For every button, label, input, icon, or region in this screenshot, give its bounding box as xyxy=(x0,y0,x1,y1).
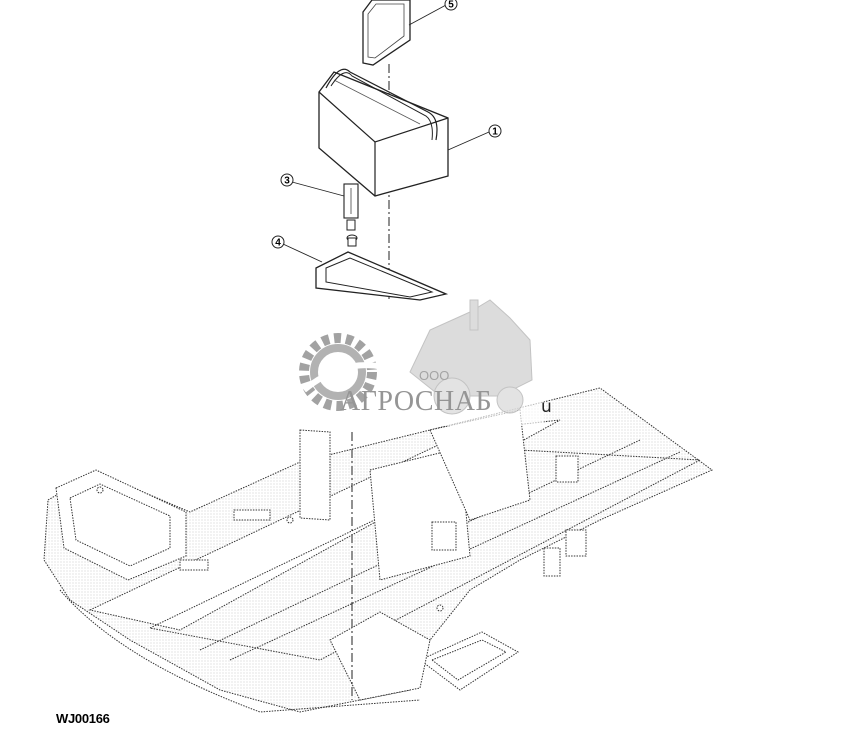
callout-1-label: 1 xyxy=(492,127,498,138)
callout-4: 4 xyxy=(271,235,285,249)
air-box-part xyxy=(318,68,449,197)
tray-part xyxy=(315,251,449,301)
gear-logo-icon xyxy=(299,333,402,411)
watermark: ООО АГРОСНАБ xyxy=(274,299,544,426)
harvester-logo-icon xyxy=(409,299,533,415)
watermark-suffix: u xyxy=(541,397,552,417)
callout-1: 1 xyxy=(488,124,502,138)
callout-3: 3 xyxy=(280,173,294,187)
watermark-name: АГРОСНАБ xyxy=(340,386,492,417)
leader-lines xyxy=(282,4,490,263)
callout-5: 5 xyxy=(444,0,458,11)
sensor-part xyxy=(343,183,359,247)
filter-pad-part xyxy=(362,0,411,66)
chassis-frame xyxy=(43,387,713,713)
figure-id-label: WJ00166 xyxy=(56,711,110,726)
callout-5-label: 5 xyxy=(448,0,454,11)
watermark-prefix: ООО xyxy=(419,368,449,383)
callout-3-label: 3 xyxy=(284,176,290,187)
callout-4-label: 4 xyxy=(275,238,281,249)
